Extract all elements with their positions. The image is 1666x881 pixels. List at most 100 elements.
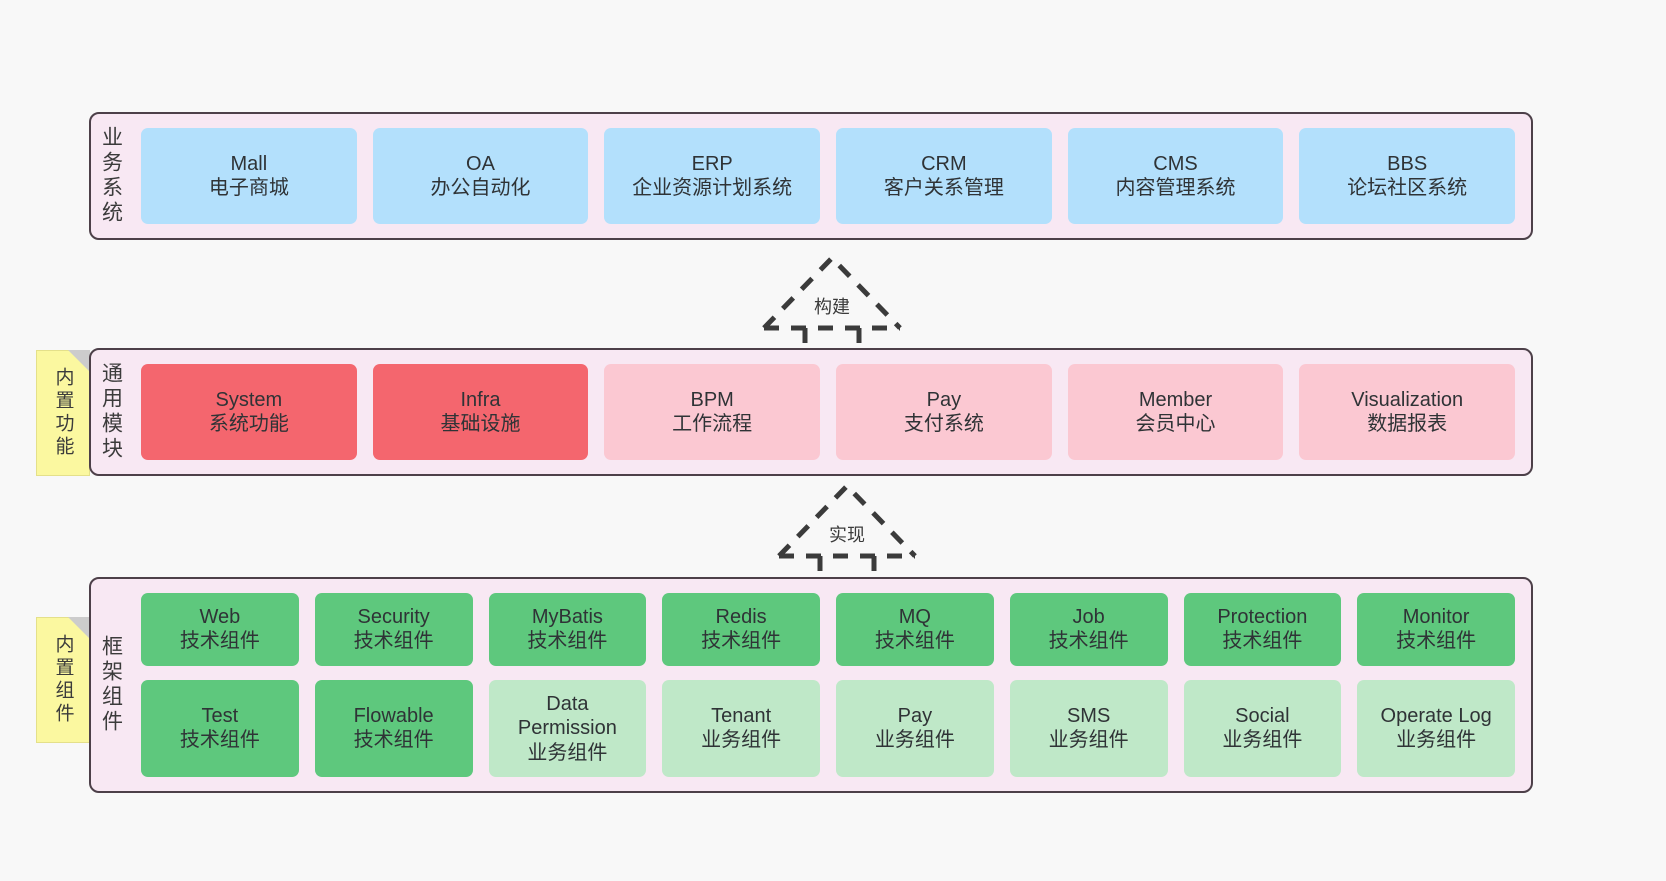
- node-title-cn: 基础设施: [440, 413, 521, 435]
- node-protection[interactable]: Protection 技术组件: [1183, 593, 1342, 666]
- node-title-en: Redis: [715, 606, 767, 629]
- node-security[interactable]: Security 技术组件: [314, 593, 473, 666]
- node-title-en: Mall: [230, 152, 268, 175]
- node-mybatis[interactable]: MyBatis 技术组件: [488, 593, 647, 666]
- node-title-en: SMS: [1066, 705, 1111, 728]
- node-title-cn: 技术组件: [179, 729, 260, 752]
- node-title-en: MQ: [898, 606, 931, 629]
- layer-row: Mall 电子商城 OA 办公自动化 ERP 企业资源计划系统 CRM 客户关系…: [141, 128, 1516, 224]
- layer-business-system: 业务系统 Mall 电子商城 OA 办公自动化 ERP 企业资源计划系统 CRM…: [89, 112, 1533, 240]
- node-title-cn: 系统功能: [208, 413, 289, 435]
- node-title-en: CMS: [1153, 152, 1198, 175]
- node-bbs[interactable]: BBS 论坛社区系统: [1299, 128, 1516, 224]
- node-redis[interactable]: Redis 技术组件: [662, 593, 820, 666]
- layer-body-framework: Web 技术组件 Security 技术组件 MyBatis 技术组件 Redi…: [131, 579, 1531, 791]
- node-title-en: Security: [357, 606, 430, 629]
- connector-label-build: 构建: [814, 297, 850, 317]
- node-title-cn: 技术组件: [1222, 630, 1303, 653]
- node-title-cn: 技术组件: [353, 729, 434, 752]
- node-title-en: CRM: [921, 152, 967, 175]
- node-title-en: ERP: [691, 152, 733, 175]
- node-title-cn: 论坛社区系统: [1347, 177, 1468, 199]
- note-builtin-component: 内置组件: [36, 617, 90, 743]
- node-title-cn: 技术组件: [1048, 630, 1129, 653]
- node-title-en: Flowable: [353, 705, 434, 728]
- node-cms[interactable]: CMS 内容管理系统: [1067, 128, 1284, 224]
- node-title-cn: 业务组件: [1222, 729, 1303, 752]
- layer-common-module: 通用模块 System 系统功能 Infra 基础设施 BPM 工作流程 Pay…: [89, 348, 1533, 476]
- note-text: 内置组件: [52, 634, 74, 726]
- connector-implement-arrow: 实现: [757, 478, 937, 578]
- node-monitor[interactable]: Monitor 技术组件: [1357, 593, 1515, 666]
- node-title-en: Visualization: [1351, 388, 1464, 411]
- node-title-en: Pay: [897, 705, 933, 728]
- node-oa[interactable]: OA 办公自动化: [372, 128, 589, 224]
- node-title-cn: 支付系统: [903, 413, 984, 435]
- node-title-en: BPM: [690, 388, 734, 411]
- node-title-cn: 技术组件: [701, 630, 782, 653]
- node-title-cn: 业务组件: [527, 741, 608, 764]
- node-title-en: MyBatis: [531, 606, 603, 629]
- layer-body-common: System 系统功能 Infra 基础设施 BPM 工作流程 Pay 支付系统…: [131, 350, 1531, 474]
- node-infra[interactable]: Infra 基础设施: [372, 364, 589, 460]
- node-crm[interactable]: CRM 客户关系管理: [836, 128, 1052, 224]
- node-visualization[interactable]: Visualization 数据报表: [1299, 364, 1516, 460]
- node-operate-log[interactable]: Operate Log 业务组件: [1357, 679, 1515, 778]
- layer-row: System 系统功能 Infra 基础设施 BPM 工作流程 Pay 支付系统…: [141, 364, 1516, 460]
- node-title-en: Operate Log: [1380, 705, 1492, 728]
- layer-framework-component: 框架组件 Web 技术组件 Security 技术组件 MyBatis 技术组件…: [89, 577, 1533, 793]
- node-title-cn: 客户关系管理: [883, 177, 1004, 199]
- node-mall[interactable]: Mall 电子商城: [141, 128, 357, 224]
- dashed-triangle-arrow-icon: [777, 482, 917, 578]
- layer-row: Test 技术组件 Flowable 技术组件 Data Permission …: [141, 679, 1515, 778]
- connector-build-arrow: 构建: [742, 250, 922, 350]
- node-title-en: BBS: [1387, 152, 1428, 175]
- node-title-en: System: [215, 388, 283, 411]
- node-web[interactable]: Web 技术组件: [141, 593, 299, 666]
- node-title-en: Monitor: [1402, 606, 1470, 629]
- layer-body-business: Mall 电子商城 OA 办公自动化 ERP 企业资源计划系统 CRM 客户关系…: [131, 114, 1531, 238]
- node-data-permission[interactable]: Data Permission 业务组件: [488, 679, 647, 778]
- node-title-cn: 技术组件: [874, 630, 955, 653]
- node-title-cn: 企业资源计划系统: [632, 177, 793, 199]
- node-title-en: Tenant: [711, 705, 772, 728]
- node-title-en: Job: [1072, 606, 1105, 629]
- node-title-en: Data Permission: [517, 692, 617, 740]
- node-title-cn: 技术组件: [353, 630, 434, 653]
- node-title-cn: 数据报表: [1367, 413, 1448, 435]
- node-pay[interactable]: Pay 支付系统: [836, 364, 1052, 460]
- dashed-triangle-arrow-icon: [762, 254, 902, 350]
- node-title-cn: 工作流程: [672, 413, 753, 435]
- node-title-en: Social: [1235, 705, 1290, 728]
- node-title-cn: 电子商城: [208, 177, 289, 199]
- node-title-cn: 技术组件: [527, 630, 608, 653]
- node-title-cn: 业务组件: [1396, 729, 1477, 752]
- node-title-en: Test: [201, 705, 239, 728]
- node-bpm[interactable]: BPM 工作流程: [604, 364, 821, 460]
- layer-title-common: 通用模块: [99, 362, 123, 462]
- node-job[interactable]: Job 技术组件: [1009, 593, 1168, 666]
- node-tenant[interactable]: Tenant 业务组件: [662, 679, 820, 778]
- node-test[interactable]: Test 技术组件: [141, 679, 299, 778]
- node-pay-biz[interactable]: Pay 业务组件: [836, 679, 994, 778]
- node-title-en: Pay: [926, 388, 962, 411]
- node-title-en: Protection: [1217, 606, 1308, 629]
- node-sms[interactable]: SMS 业务组件: [1009, 679, 1168, 778]
- connector-label-implement: 实现: [829, 525, 865, 545]
- node-flowable[interactable]: Flowable 技术组件: [314, 679, 473, 778]
- node-title-en: Member: [1138, 388, 1213, 411]
- node-member[interactable]: Member 会员中心: [1067, 364, 1284, 460]
- node-erp[interactable]: ERP 企业资源计划系统: [604, 128, 821, 224]
- node-title-cn: 技术组件: [179, 630, 260, 653]
- node-title-cn: 业务组件: [1048, 729, 1129, 752]
- node-mq[interactable]: MQ 技术组件: [836, 593, 994, 666]
- node-title-cn: 会员中心: [1135, 413, 1216, 435]
- node-social[interactable]: Social 业务组件: [1183, 679, 1342, 778]
- node-title-en: Web: [199, 606, 241, 629]
- note-text: 内置功能: [52, 367, 74, 459]
- node-title-cn: 办公自动化: [430, 177, 531, 199]
- node-title-en: Infra: [460, 388, 501, 411]
- node-system[interactable]: System 系统功能: [141, 364, 357, 460]
- node-title-cn: 业务组件: [701, 729, 782, 752]
